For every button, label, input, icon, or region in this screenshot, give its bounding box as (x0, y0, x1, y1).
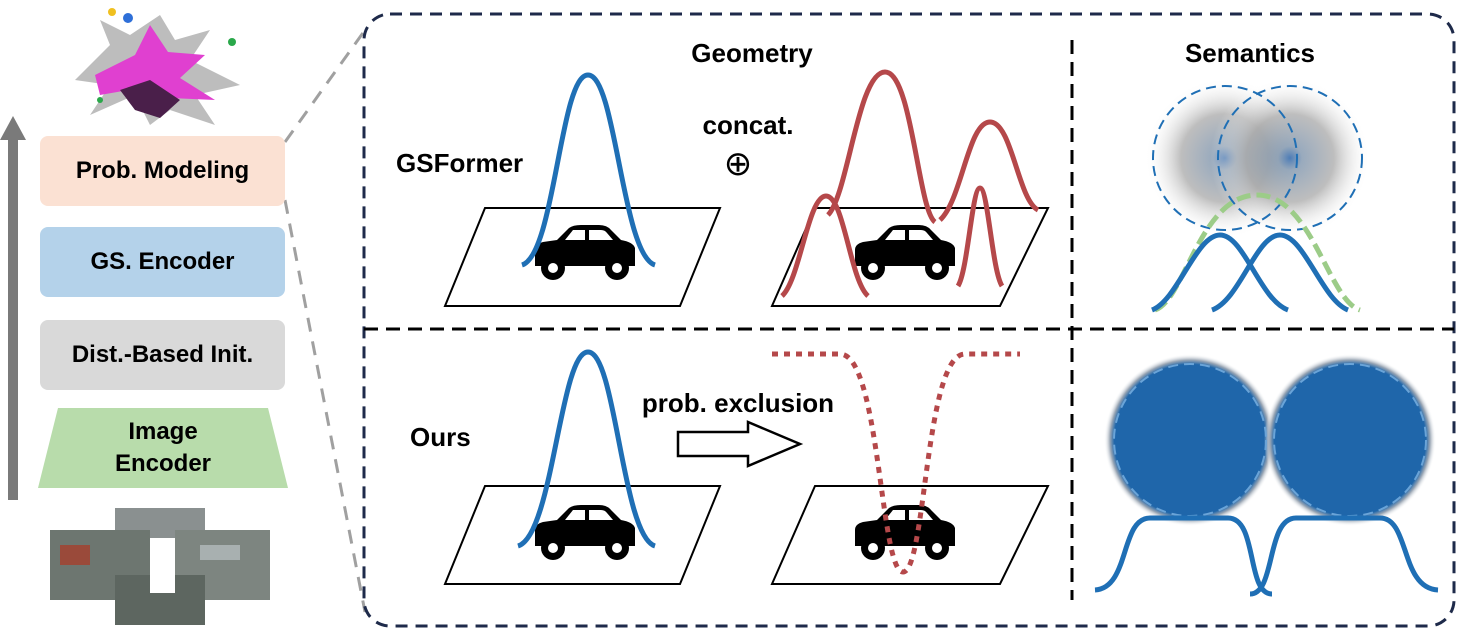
concat-symbol: ⊕ (724, 144, 753, 184)
image-encoder-box: Image Encoder (38, 408, 288, 488)
exclusion-label: prob. exclusion (642, 388, 834, 418)
point-cloud-icon (75, 8, 240, 125)
connector-line-top (283, 29, 367, 143)
connector-line-bottom (283, 199, 367, 613)
ours-red-scene (770, 351, 1050, 585)
concat-label: concat. (702, 110, 793, 140)
car-icon (855, 505, 955, 560)
camera-images-icon (50, 508, 270, 625)
image-encoder-shape (38, 408, 288, 488)
arrow-right-icon (676, 420, 804, 468)
gs-encoder-box: GS. Encoder (40, 227, 285, 297)
semantics-overlap-blobs (1145, 78, 1370, 313)
car-icon (535, 505, 635, 560)
pipeline-arrow (0, 116, 26, 500)
image-encoder-label: Image Encoder (114, 418, 212, 477)
ours-label: Ours (410, 422, 471, 452)
prob-modeling-box: Prob. Modeling (40, 136, 285, 206)
car-icon (855, 225, 955, 280)
semantics-title: Semantics (1185, 38, 1315, 68)
gsformer-red-scene (770, 69, 1050, 307)
gsformer-label: GSFormer (396, 148, 523, 178)
ours-blue-scene (443, 349, 722, 585)
ours-semantics-blobs (1094, 354, 1439, 597)
car-icon (535, 225, 635, 280)
dist-init-box: Dist.-Based Init. (40, 320, 285, 390)
geometry-title: Geometry (691, 38, 813, 68)
gsformer-blue-scene (443, 72, 722, 307)
